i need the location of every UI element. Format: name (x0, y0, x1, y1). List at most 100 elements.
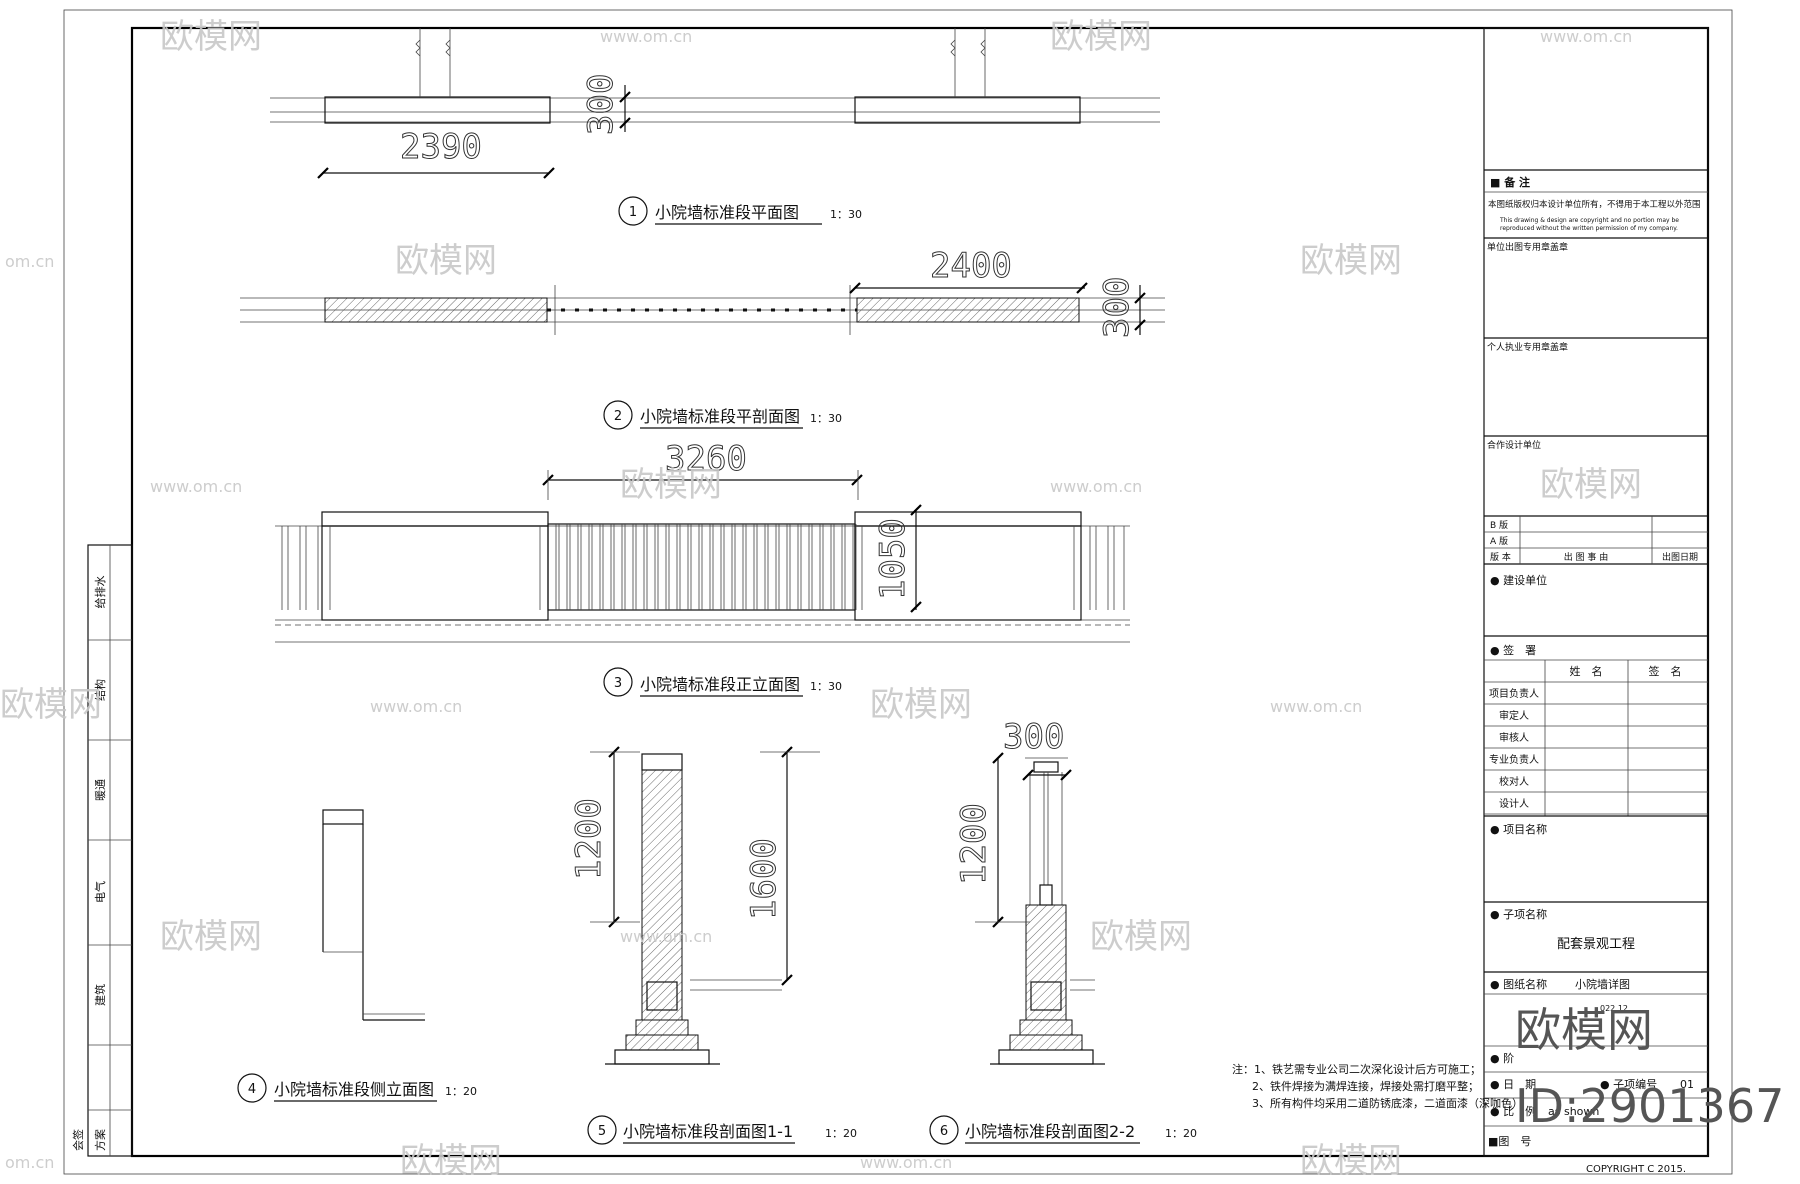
strip-label: 给排水 (93, 576, 107, 609)
drawing-number: 4 (248, 1082, 256, 1097)
watermark-brand: 欧模网 (0, 685, 102, 725)
dim-300: 300 (581, 74, 621, 135)
strip-label: 结构 (93, 679, 107, 701)
note-line: 注：1、铁艺需专业公司二次深化设计后方可施工； (1232, 1062, 1481, 1076)
signature-role: 项目负责人 (1489, 687, 1539, 700)
remarks-label: ■ 备 注 (1490, 175, 1530, 189)
watermark-brand: 欧模网 (160, 17, 262, 57)
stage-label: ● 阶 (1490, 1051, 1514, 1065)
strip-label: 方案 (93, 1129, 107, 1151)
construction-notes: 注：1、铁艺需专业公司二次深化设计后方可施工； 2、铁件焊接为满焊连接，焊接处需… (1232, 1062, 1523, 1110)
watermark-logo-large: 欧模网 (1515, 1003, 1653, 1057)
note-line: 2、铁件焊接为满焊连接，焊接处需打磨平整； (1252, 1079, 1479, 1093)
coop-unit: 合作设计单位 (1487, 439, 1541, 451)
sub-name-label: ● 子项名称 (1490, 907, 1547, 921)
watermark-url: www.om.cn (1540, 27, 1632, 46)
dim-300: 300 (1003, 717, 1064, 757)
client-label: ● 建设单位 (1490, 573, 1547, 587)
drawing-title: 小院墙标准段剖面图1-1 (623, 1122, 793, 1141)
drawing-title: 小院墙标准段平剖面图 (640, 407, 800, 426)
watermark-brand: 欧模网 (1300, 241, 1402, 281)
drawing-name: 小院墙详图 (1575, 977, 1630, 991)
revision-date: 出图日期 (1662, 551, 1698, 563)
watermark-url: www.om.cn (1270, 697, 1362, 716)
watermark-brand: 欧模网 (1540, 465, 1642, 505)
left-strip: 给排水 结构 暖通 电气 建筑 方案 会签 (71, 544, 133, 1157)
date-label: ● 日 期 (1490, 1078, 1536, 1091)
signature-role: 专业负责人 (1489, 753, 1539, 766)
strip-label: 会签 (71, 1129, 85, 1151)
col-name: 姓 名 (1570, 664, 1603, 678)
dim-1200: 1200 (954, 803, 994, 885)
strip-label: 电气 (93, 881, 107, 903)
watermark-url: www.om.cn (860, 1153, 952, 1172)
project-name-label: ● 项目名称 (1490, 822, 1547, 836)
watermark-brand: 欧模网 (870, 685, 972, 725)
watermark-brand: 欧模网 (1300, 1141, 1402, 1181)
dim-1200: 1200 (569, 798, 609, 880)
remarks-en: This drawing & design are copyright and … (1499, 217, 1679, 224)
drawing-number: 3 (614, 676, 622, 691)
sign-label: ● 签 署 (1490, 643, 1536, 657)
revision-version: 版 本 (1490, 551, 1511, 563)
railing-bars (281, 524, 1125, 610)
copyright: COPYRIGHT C 2015. (1586, 1164, 1686, 1175)
watermark-url: om.cn (5, 1153, 54, 1172)
drawing-5-section-1-1: 1200 1600 5 小院墙标准段剖面图1-1 1：20 (569, 746, 857, 1145)
unit-stamp: 单位出图专用章盖章 (1487, 241, 1568, 253)
watermark-url: www.om.cn (620, 927, 712, 946)
revision-a: A 版 (1490, 535, 1508, 547)
sub-name: 配套景观工程 (1557, 936, 1635, 952)
drawing-number: 2 (614, 409, 622, 424)
revision-b: B 版 (1490, 519, 1508, 531)
remarks-en: reproduced without the written permissio… (1500, 225, 1678, 232)
drawing-title: 小院墙标准段剖面图2-2 (965, 1122, 1135, 1141)
watermark-brand: 欧模网 (395, 241, 497, 281)
drawing-scale: 1：20 (1165, 1127, 1197, 1140)
signature-role: 设计人 (1499, 797, 1529, 810)
watermark-url: www.om.cn (600, 27, 692, 46)
signature-role: 校对人 (1499, 775, 1529, 788)
dim-1600: 1600 (744, 838, 784, 920)
date-value: 022.12 (1600, 1004, 1628, 1013)
drawing-number: 5 (598, 1124, 606, 1139)
watermark-url: www.om.cn (150, 477, 242, 496)
remarks-cn: 本图纸版权归本设计单位所有，不得用于本工程以外范围 (1488, 199, 1701, 210)
watermark-brand: 欧模网 (400, 1141, 502, 1181)
watermark-id: ID:2901367 (1515, 1079, 1784, 1133)
dim-300: 300 (1097, 277, 1137, 338)
watermark-brand: 欧模网 (1090, 917, 1192, 957)
drawing-scale: 1：30 (810, 412, 842, 425)
strip-label: 暖通 (94, 779, 107, 801)
drawing-number: 1 (629, 205, 637, 220)
col-sign: 签 名 (1649, 664, 1682, 678)
personal-stamp: 个人执业专用章盖章 (1487, 341, 1568, 353)
watermark-url: www.om.cn (1050, 477, 1142, 496)
strip-label: 建筑 (93, 984, 107, 1006)
dim-1050: 1050 (873, 518, 913, 600)
drawing-name-label: ● 图纸名称 (1490, 977, 1547, 991)
sub-no-value: 01 (1680, 1078, 1694, 1091)
watermarks: 欧模网 www.om.cn 欧模网 www.om.cn om.cn 欧模网 欧模… (0, 17, 1642, 1181)
drawing-scale: 1：30 (830, 208, 862, 221)
signature-role: 审定人 (1499, 709, 1529, 722)
watermark-url: www.om.cn (370, 697, 462, 716)
drawing-scale: 1：20 (445, 1085, 477, 1098)
drawing-4-side-elevation: 4 小院墙标准段侧立面图 1：20 (237, 809, 477, 1103)
watermark-url: om.cn (5, 252, 54, 271)
drawing-1-plan: 2390 300 1 小院墙标准段平面图 1：30 (270, 28, 1160, 226)
sub-no-label: ● 子项编号 (1600, 1077, 1657, 1091)
note-line: 3、所有构件均采用二道防锈底漆，二道面漆（深咖色） (1252, 1096, 1523, 1110)
scale-value: as shown (1548, 1105, 1599, 1118)
drawing-frame (130, 26, 1710, 1158)
dim-2400: 2400 (930, 246, 1012, 286)
drawing-scale: 1：20 (825, 1127, 857, 1140)
drawing-scale: 1：30 (810, 680, 842, 693)
drawing-3-front-elevation: 3260 1050 3 小院墙标准段正立面图 1：30 (275, 439, 1130, 697)
watermark-brand: 欧模网 (1050, 17, 1152, 57)
watermark-brand: 欧模网 (160, 917, 262, 957)
drawing-title: 小院墙标准段侧立面图 (274, 1080, 434, 1099)
scale-label: ● 比 例 (1490, 1104, 1536, 1118)
drawing-6-section-2-2: 300 1200 6 小院墙标准段剖面图2-2 1：20 (929, 717, 1197, 1145)
